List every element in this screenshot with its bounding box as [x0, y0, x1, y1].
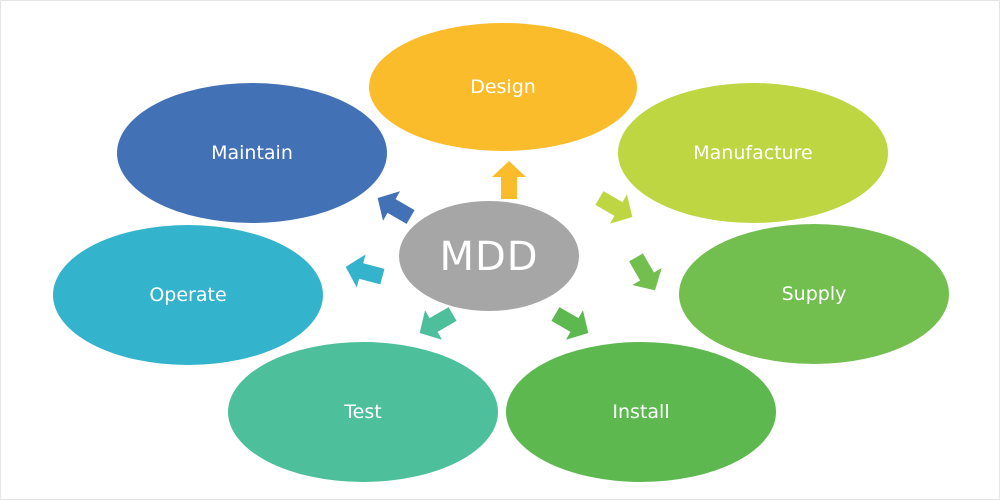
arrow-icon-test: [419, 307, 457, 340]
stage-circle-install: [506, 342, 776, 482]
stage-label-supply: Supply: [781, 283, 847, 305]
stage-label-install: Install: [612, 401, 670, 423]
arrow-icon-operate: [345, 254, 385, 288]
stage-circle-operate: [53, 225, 323, 365]
arrow-icon-install: [551, 307, 589, 340]
stage-circle-maintain: [117, 83, 387, 223]
stage-label-manufacture: Manufacture: [693, 142, 813, 164]
arrow-icon-supply: [629, 253, 662, 291]
arrow-icon-design: [492, 161, 526, 199]
stage-circle-manufacture: [618, 83, 888, 223]
stage-label-operate: Operate: [149, 284, 227, 306]
stage-label-design: Design: [470, 76, 536, 98]
stage-circle-test: [228, 342, 498, 482]
arrow-icon-maintain: [377, 191, 415, 224]
stage-label-test: Test: [344, 401, 382, 423]
center-circle-mdd: [399, 201, 579, 311]
stage-circle-design: [369, 23, 637, 151]
center-label: MDD: [439, 234, 539, 280]
stage-label-maintain: Maintain: [211, 142, 293, 164]
stage-circle-supply: [679, 224, 949, 364]
arrow-icon-manufacture: [595, 191, 633, 224]
